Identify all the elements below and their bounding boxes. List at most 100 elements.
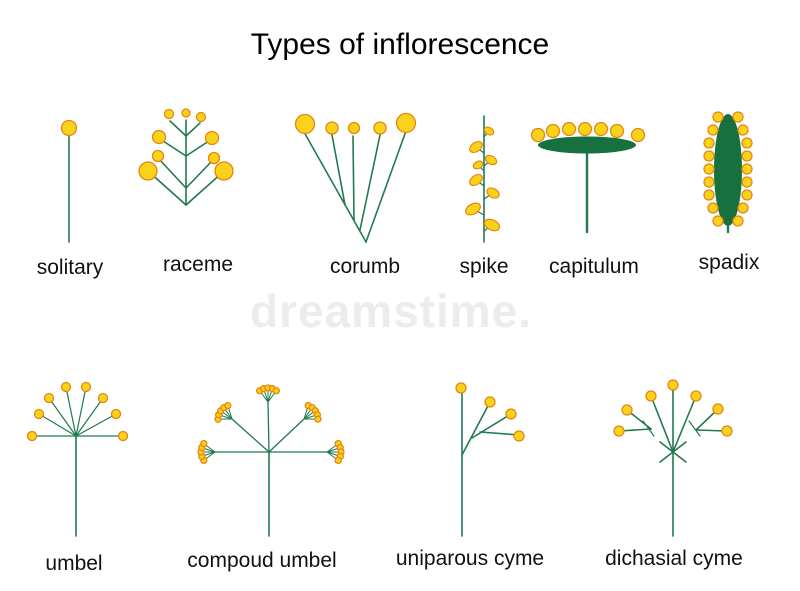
flower-circle bbox=[207, 151, 221, 165]
stem-line bbox=[688, 420, 701, 437]
flower-circle bbox=[325, 121, 339, 135]
flower-circle bbox=[703, 163, 715, 175]
flower-circle bbox=[347, 121, 361, 135]
stem-line bbox=[48, 397, 77, 437]
stem-line bbox=[157, 157, 187, 189]
flower-circle bbox=[690, 390, 702, 402]
flower-circle bbox=[621, 404, 633, 416]
label-umbel: umbel bbox=[45, 552, 103, 575]
umbel-drawing bbox=[26, 381, 129, 537]
flower-circle bbox=[33, 408, 45, 420]
label-spadix: spadix bbox=[698, 251, 760, 274]
flower-circle bbox=[712, 111, 724, 123]
flower-circle bbox=[741, 150, 753, 162]
flower-circle bbox=[181, 108, 191, 118]
stem-line bbox=[75, 397, 104, 437]
label-solitary: solitary bbox=[36, 256, 104, 279]
compound-umbel-drawing bbox=[197, 384, 345, 537]
flower-circle bbox=[60, 119, 78, 137]
flower-circle bbox=[741, 137, 753, 149]
flower-circle bbox=[667, 379, 679, 391]
flower-circle bbox=[117, 430, 129, 442]
flower-circle bbox=[272, 387, 281, 395]
stem-line bbox=[268, 418, 305, 453]
stem-line bbox=[231, 418, 270, 453]
flower-circle bbox=[645, 390, 657, 402]
stem-line bbox=[75, 386, 87, 437]
flower-bud bbox=[465, 202, 481, 216]
flower-circle bbox=[97, 392, 109, 404]
flower-circle bbox=[609, 123, 625, 139]
flower-circle bbox=[707, 202, 719, 214]
stem-line bbox=[672, 395, 697, 453]
stem-line bbox=[359, 134, 381, 231]
flower-bud bbox=[483, 218, 501, 232]
label-capitulum: capitulum bbox=[549, 255, 639, 278]
flower-bud bbox=[484, 154, 498, 166]
flower-circle bbox=[721, 425, 733, 437]
flower-circle bbox=[505, 408, 517, 420]
stem-line bbox=[479, 431, 520, 436]
stem-line bbox=[303, 131, 367, 243]
flower-circle bbox=[455, 382, 467, 394]
corumb-drawing bbox=[294, 112, 417, 243]
stem-line bbox=[75, 413, 117, 437]
flower-circle bbox=[138, 161, 158, 181]
label-uniparous-cyme: uniparous cyme bbox=[395, 547, 545, 570]
stem-line bbox=[461, 401, 491, 456]
flower-circle bbox=[613, 425, 625, 437]
flower-circle bbox=[110, 408, 122, 420]
flower-circle bbox=[214, 161, 234, 181]
uniparous-cyme-drawing bbox=[455, 382, 525, 537]
page-title: Types of inflorescence bbox=[250, 28, 550, 61]
label-raceme: raceme bbox=[162, 253, 234, 276]
stem-line bbox=[659, 441, 687, 463]
stem-line bbox=[331, 134, 346, 206]
stem-line bbox=[38, 413, 77, 437]
flower-bud bbox=[469, 140, 483, 154]
flower-circle bbox=[80, 381, 92, 393]
raceme-drawing bbox=[138, 108, 234, 206]
label-spike: spike bbox=[459, 255, 509, 278]
stem-line bbox=[650, 395, 674, 453]
spadix-spathe bbox=[714, 114, 742, 226]
dichasial-cyme-drawing bbox=[613, 379, 733, 537]
flower-circle bbox=[530, 127, 546, 143]
flower-circle bbox=[712, 403, 724, 415]
stem-line bbox=[185, 122, 201, 137]
flower-circle bbox=[513, 430, 525, 442]
flower-circle bbox=[741, 176, 753, 188]
flower-circle bbox=[737, 202, 749, 214]
receptacle-disc bbox=[538, 136, 636, 154]
flower-circle bbox=[737, 124, 749, 136]
watermark-logo: dreamstime. bbox=[250, 285, 533, 337]
stem-line bbox=[267, 401, 270, 453]
flower-circle bbox=[707, 124, 719, 136]
stem-line bbox=[159, 138, 187, 157]
flower-circle bbox=[732, 215, 744, 227]
flower-circle bbox=[163, 108, 175, 120]
flower-circle bbox=[732, 111, 744, 123]
flower-circle bbox=[151, 129, 167, 145]
flower-circle bbox=[395, 112, 417, 134]
flower-circle bbox=[712, 215, 724, 227]
flower-circle bbox=[204, 130, 220, 146]
flower-bud bbox=[469, 173, 483, 187]
flower-circle bbox=[703, 189, 715, 201]
flower-circle bbox=[545, 123, 561, 139]
flower-circle bbox=[484, 396, 496, 408]
flower-circle bbox=[703, 137, 715, 149]
flower-circle bbox=[561, 121, 577, 137]
spadix-drawing bbox=[703, 111, 753, 234]
label-compound-umbel: compoud umbel bbox=[187, 549, 337, 572]
flower-circle bbox=[26, 430, 38, 442]
spike-drawing bbox=[465, 115, 501, 243]
stem-line bbox=[185, 171, 224, 206]
capitulum-drawing bbox=[530, 121, 646, 234]
flower-circle bbox=[630, 127, 646, 143]
flower-circle bbox=[577, 121, 593, 137]
stem-line bbox=[352, 135, 355, 221]
stem-line bbox=[365, 130, 407, 243]
